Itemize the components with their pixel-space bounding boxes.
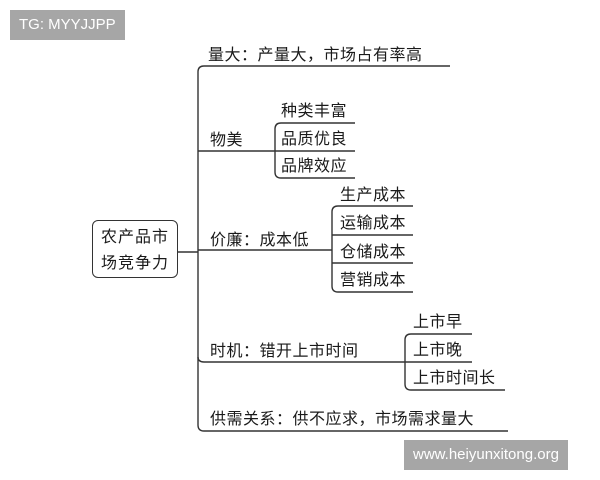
price-child-marketing-cost: 营销成本 [340,270,407,289]
quality-child-brand-effect: 品牌效应 [281,156,348,175]
quality-child-variety: 种类丰富 [281,101,348,120]
watermark-bottom-right: www.heiyunxitong.org [404,440,568,470]
timing-child-long: 上市时间长 [413,368,496,387]
price-child-production-cost: 生产成本 [340,185,407,204]
branch-supply-demand: 供需关系：供不应求，市场需求量大 [210,409,475,428]
quality-child-good-quality: 品质优良 [281,129,348,148]
root-node: 农产品市 场竞争力 [92,220,178,278]
timing-child-late: 上市晚 [413,340,463,359]
timing-child-early: 上市早 [413,312,463,331]
branch-quantity: 量大：产量大，市场占有率高 [208,45,423,64]
branch-timing: 时机：错开上市时间 [210,341,359,360]
price-child-storage-cost: 仓储成本 [340,242,407,261]
watermark-top-left: TG: MYYJJPP [10,10,125,40]
branch-quality: 物美 [210,130,244,149]
price-child-transport-cost: 运输成本 [340,213,407,232]
branch-low-price: 价廉：成本低 [210,230,310,249]
root-label-line2: 场竞争力 [100,253,169,272]
root-label-line1: 农产品市 [100,227,169,246]
